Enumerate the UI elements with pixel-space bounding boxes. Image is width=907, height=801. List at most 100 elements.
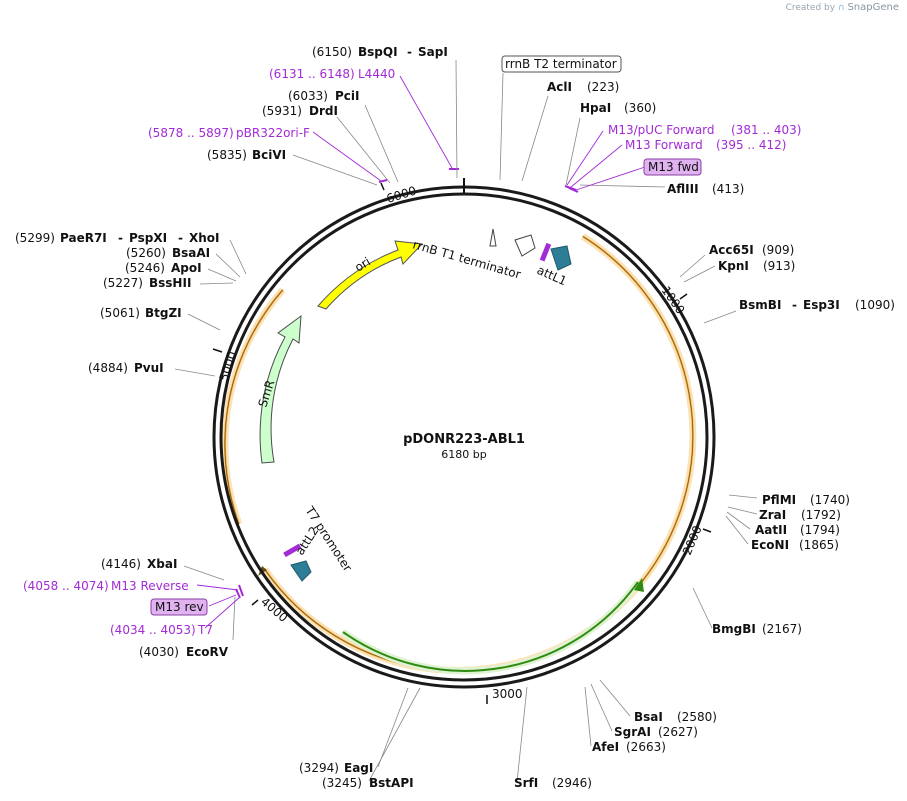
enzyme-paer7i-pspxi-xhoi[interactable]: (5299) PaeR7I - PspXI - XhoI (15, 231, 220, 245)
tick-label-3000: 3000 (492, 687, 523, 701)
enzyme-hpai[interactable]: HpaI (360) (580, 101, 656, 115)
enzyme-bcivi[interactable]: (5835) BciVI (207, 148, 286, 162)
svg-text:AfeI: AfeI (592, 740, 619, 754)
enzyme-sgrai[interactable]: SgrAI (2627) (614, 725, 698, 739)
svg-text:(4884): (4884) (88, 361, 128, 375)
svg-text:(5246): (5246) (125, 261, 165, 275)
svg-text:(5835): (5835) (207, 148, 247, 162)
svg-text:DrdI: DrdI (309, 104, 338, 118)
svg-text:(6131 .. 6148): (6131 .. 6148) (269, 67, 355, 81)
enzyme-kpni[interactable]: KpnI (913) (718, 259, 795, 273)
svg-text:BsaAI: BsaAI (172, 246, 210, 260)
enzyme-bstapi[interactable]: (3245) BstAPI (322, 776, 414, 790)
enzyme-bsai[interactable]: BsaI (2580) (634, 710, 717, 724)
attl1-feature-icon (550, 245, 572, 271)
primer-l4440[interactable]: (6131 .. 6148) L4440 (269, 67, 395, 81)
svg-text:AclI: AclI (547, 80, 572, 94)
terminator-small-icon (489, 228, 497, 247)
svg-text:BsaI: BsaI (634, 710, 663, 724)
ori-label: ori (352, 255, 373, 275)
enzyme-acli[interactable]: AclI (223) (547, 80, 619, 94)
enzyme-bsshii[interactable]: (5227) BssHII (103, 276, 191, 290)
svg-text:(1794): (1794) (800, 523, 840, 537)
snapgene-credit: Created by ∩ SnapGene (786, 2, 899, 13)
svg-text:(381 .. 403): (381 .. 403) (731, 123, 801, 137)
svg-text:(5061): (5061) (100, 306, 140, 320)
svg-text:(2946): (2946) (552, 776, 592, 790)
enzyme-afei[interactable]: AfeI (2663) (592, 740, 666, 754)
ori-feature (317, 240, 424, 310)
credit-brand: SnapGene (847, 2, 899, 13)
svg-text:(4030): (4030) (139, 645, 179, 659)
svg-text:XhoI: XhoI (189, 231, 220, 245)
primer-t7[interactable]: (4034 .. 4053) T7 (110, 623, 213, 637)
enzyme-bsaai[interactable]: (5260) BsaAI (126, 246, 210, 260)
svg-text:rrnB T2 terminator: rrnB T2 terminator (505, 57, 617, 71)
svg-text:XbaI: XbaI (147, 557, 177, 571)
enzyme-econi[interactable]: EcoNI (1865) (751, 538, 839, 552)
svg-text:(413): (413) (712, 182, 744, 196)
enzyme-bsmbi-esp3i[interactable]: BsmBI - Esp3I (1090) (739, 298, 895, 312)
svg-text:(5260): (5260) (126, 246, 166, 260)
attl2-feature-icon (290, 560, 312, 582)
svg-text:-: - (118, 231, 123, 245)
svg-text:M13/pUC Forward: M13/pUC Forward (608, 123, 715, 137)
svg-text:M13 rev: M13 rev (155, 600, 204, 614)
enzyme-acc65i[interactable]: Acc65I (909) (709, 243, 794, 257)
svg-text:(360): (360) (624, 101, 656, 115)
svg-text:(909): (909) (762, 243, 794, 257)
svg-text:EagI: EagI (344, 761, 373, 775)
feature-rrnb-t2-box[interactable]: rrnB T2 terminator (501, 55, 622, 73)
svg-text:SapI: SapI (418, 45, 448, 59)
enzyme-bspqi-sapi[interactable]: (6150) BspQI - SapI (312, 45, 448, 59)
enzyme-aatii[interactable]: AatII (1794) (755, 523, 840, 537)
primer-m13-fwd-box[interactable]: M13 fwd (643, 158, 702, 176)
svg-text:AatII: AatII (755, 523, 787, 537)
svg-text:PspXI: PspXI (129, 231, 167, 245)
svg-text:ApoI: ApoI (171, 261, 202, 275)
svg-text:SgrAI: SgrAI (614, 725, 651, 739)
enzyme-btgzi[interactable]: (5061) BtgZI (100, 306, 182, 320)
enzyme-xbai[interactable]: (4146) XbaI (101, 557, 177, 571)
svg-text:M13 Reverse: M13 Reverse (111, 579, 189, 593)
enzyme-eagi[interactable]: (3294) EagI (299, 761, 373, 775)
enzyme-pcii[interactable]: (6033) PciI (288, 89, 360, 103)
enzyme-srfi[interactable]: SrfI (2946) (514, 776, 592, 790)
enzyme-drdi[interactable]: (5931) DrdI (262, 104, 338, 118)
enzyme-zrai[interactable]: ZraI (1792) (759, 508, 841, 522)
svg-text:BstAPI: BstAPI (369, 776, 414, 790)
primer-pbr322ori-f[interactable]: (5878 .. 5897) pBR322ori-F (148, 126, 310, 140)
primer-m13-puc-forward[interactable]: M13/pUC Forward (381 .. 403) (608, 123, 801, 137)
svg-text:(1090): (1090) (855, 298, 895, 312)
svg-text:KpnI: KpnI (718, 259, 749, 273)
svg-text:(6150): (6150) (312, 45, 352, 59)
attl2-site-mark (283, 543, 302, 558)
primer-m13-forward[interactable]: M13 Forward (395 .. 412) (625, 138, 786, 152)
green-arrowhead-icon (634, 578, 644, 592)
enzyme-aflIII[interactable]: AflIII (413) (667, 182, 744, 196)
svg-text:(4034 .. 4053): (4034 .. 4053) (110, 623, 196, 637)
svg-text:Esp3I: Esp3I (803, 298, 840, 312)
enzyme-apoi[interactable]: (5246) ApoI (125, 261, 202, 275)
svg-text:(913): (913) (763, 259, 795, 273)
primer-m13-rev-box[interactable]: M13 rev (150, 598, 208, 616)
svg-text:(5299): (5299) (15, 231, 55, 245)
svg-text:BspQI: BspQI (358, 45, 398, 59)
svg-text:BmgBI: BmgBI (712, 622, 756, 636)
svg-text:EcoNI: EcoNI (751, 538, 789, 552)
primer-m13-reverse[interactable]: (4058 .. 4074) M13 Reverse (23, 579, 189, 593)
svg-text:-: - (178, 231, 183, 245)
backbone-outer (219, 192, 709, 682)
enzyme-pflmi[interactable]: PflMI (1740) (762, 493, 850, 507)
svg-text:PflMI: PflMI (762, 493, 796, 507)
leader-lines (174, 59, 758, 783)
primer-leader-lines (196, 75, 646, 629)
svg-text:BssHII: BssHII (149, 276, 191, 290)
enzyme-ecorv[interactable]: (4030) EcoRV (139, 645, 229, 659)
enzyme-bmgbi[interactable]: BmgBI (2167) (712, 622, 802, 636)
primer-marks (235, 168, 579, 599)
svg-text:(4146): (4146) (101, 557, 141, 571)
svg-text:PciI: PciI (335, 89, 360, 103)
enzyme-pvui[interactable]: (4884) PvuI (88, 361, 164, 375)
